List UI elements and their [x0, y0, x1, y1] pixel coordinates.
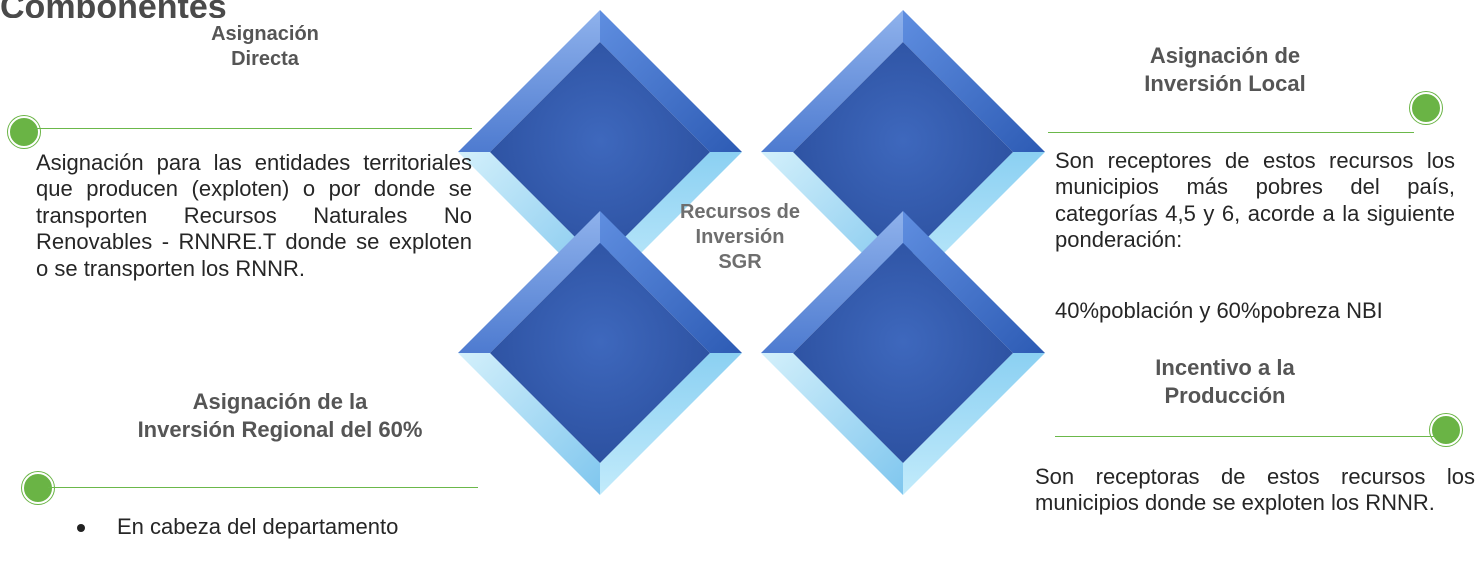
- diamond-face: [490, 243, 710, 463]
- asignacion-directa-dot: [8, 116, 40, 148]
- inversion-regional-heading-line-1: Asignación de la: [192, 389, 368, 414]
- diamond-bevel-upper-left: [458, 211, 600, 353]
- inversion-local-rule: [1048, 132, 1414, 133]
- center-label-line-1: Recursos de: [679, 201, 801, 223]
- center-label-line-3: SGR: [718, 251, 762, 273]
- diamond-bevel-upper-right: [903, 10, 1045, 152]
- diamond-bevel-lower-right: [903, 353, 1045, 495]
- incentivo-rule: [1055, 436, 1435, 437]
- inversion-regional-rule: [48, 487, 478, 488]
- cut-off-heading: Componentes: [0, 0, 340, 18]
- inversion-local-text: Son receptores de estos recursos los mun…: [1055, 148, 1455, 253]
- incentivo-dot: [1430, 414, 1462, 446]
- asignacion-directa-heading-line-1: Asignación: [211, 23, 319, 45]
- inversion-regional-bullets: En cabeza del departamento: [77, 514, 398, 540]
- inversion-local-heading: Asignación de Inversión Local: [1100, 42, 1350, 97]
- asignacion-directa-rule: [34, 128, 472, 129]
- incentivo-text: Son receptoras de estos recursos los mun…: [1035, 464, 1475, 516]
- incentivo-heading-line-2: Producción: [1164, 382, 1286, 408]
- asignacion-directa-heading: Asignación Directa: [160, 22, 370, 72]
- diamond-bevel-upper-left: [761, 211, 903, 353]
- inversion-regional-heading: Asignación de la Inversión Regional del …: [100, 388, 460, 443]
- diamond-bevel-upper-left: [761, 10, 903, 152]
- inversion-regional-dot: [22, 472, 54, 504]
- asignacion-directa-heading-line-2: Directa: [231, 48, 299, 70]
- diamond-bevel-lower-left: [458, 353, 600, 495]
- diamond-face: [490, 42, 710, 262]
- incentivo-heading-line-1: Incentivo a la: [1155, 355, 1295, 380]
- diamond-face: [793, 243, 1013, 463]
- diamond-bevel-lower-left: [761, 353, 903, 495]
- inversion-local-text-last-line: 40%población y 60%pobreza NBI: [1055, 298, 1383, 323]
- list-item: En cabeza del departamento: [77, 514, 398, 540]
- diamond-bottom-left: [458, 211, 742, 495]
- diamond-bevel-upper-right: [600, 10, 742, 152]
- inversion-local-heading-line-1: Asignación de: [1149, 43, 1301, 68]
- inversion-local-dot: [1410, 92, 1442, 124]
- diamond-bevel-upper-left: [458, 10, 600, 152]
- diamond-bottom-right: [761, 211, 1045, 495]
- diamond-bevel-lower-right: [600, 353, 742, 495]
- center-label-line-2: Inversión: [695, 226, 785, 248]
- diamond-bevel-upper-right: [903, 211, 1045, 353]
- inversion-local-heading-line-2: Inversión Local: [1144, 70, 1306, 96]
- incentivo-heading: Incentivo a la Producción: [1100, 354, 1350, 409]
- diamond-face: [793, 42, 1013, 262]
- diamond-bevel-upper-right: [600, 211, 742, 353]
- inversion-regional-heading-line-2: Inversión Regional del 60%: [137, 416, 423, 442]
- center-label: Recursos de Inversión SGR: [655, 200, 825, 275]
- asignacion-directa-text: Asignación para las entidades territoria…: [36, 150, 472, 281]
